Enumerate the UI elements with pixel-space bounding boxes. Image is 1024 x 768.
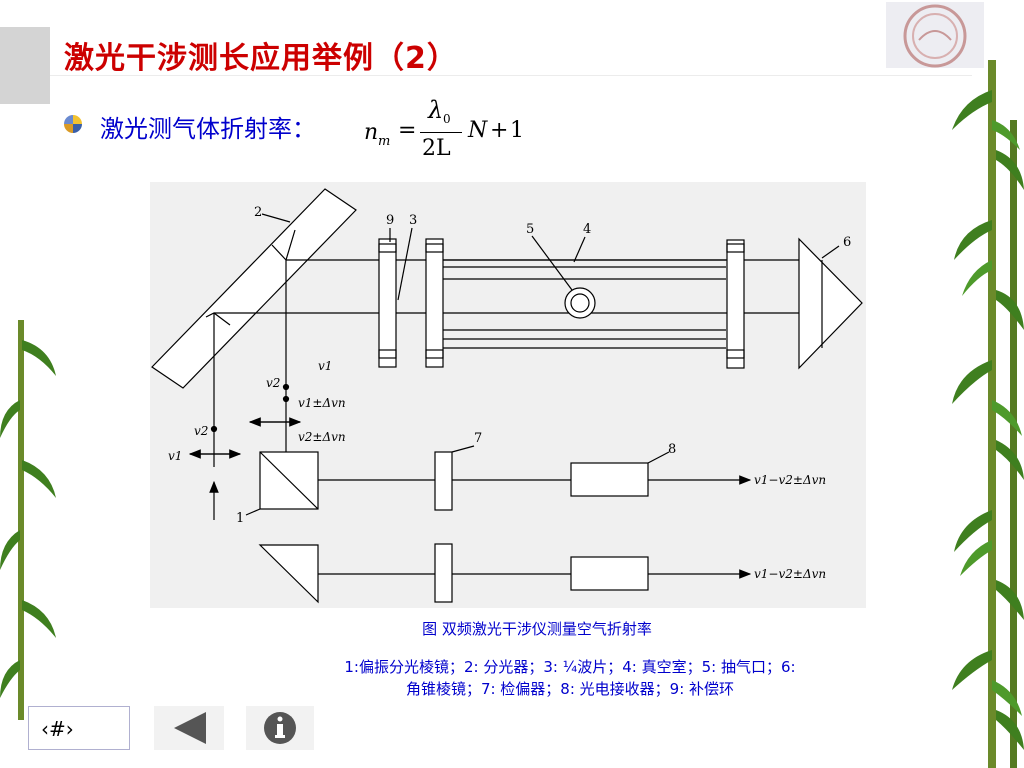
label-output-1: v1−v2±Δvn (754, 473, 826, 487)
compensation-ring (378, 238, 397, 368)
label-output-2: v1−v2±Δvn (754, 567, 826, 581)
label-3: 3 (409, 213, 417, 228)
title-bar (50, 27, 972, 76)
analyzer (434, 451, 453, 511)
refractive-index-formula: n m = λ 0 2L N + 1 (360, 96, 540, 166)
label-4: 4 (583, 222, 591, 237)
label-5: 5 (526, 222, 534, 237)
header-gray-block (0, 27, 50, 104)
info-button[interactable] (246, 706, 314, 750)
formula-lhs-sub: m (378, 134, 391, 149)
pump-port (564, 287, 596, 319)
bullet-icon (62, 113, 84, 135)
back-button[interactable] (154, 706, 224, 750)
label-v2-dv: v2±Δvn (298, 430, 346, 444)
formula-lhs: n (364, 120, 379, 145)
formula-numerator: λ (428, 96, 444, 124)
back-arrow-icon (174, 712, 206, 744)
figure-legend-line1: 1:偏振分光棱镜；2: 分光器；3: ¼波片；4: 真空室；5: 抽气口；6: (344, 658, 796, 676)
label-v2-b: v2 (194, 424, 208, 438)
formula-term: N (468, 118, 488, 143)
label-v1-dv: v1±Δvn (298, 396, 346, 410)
label-7: 7 (474, 431, 482, 446)
label-8: 8 (668, 442, 676, 457)
beam-splitter (151, 188, 357, 389)
interferometer-diagram: 2 9 3 5 4 6 7 8 1 v1 v2 v1±Δvn v2±Δvn v2… (151, 188, 863, 604)
bullet-text: 激光测气体折射率： (100, 115, 316, 143)
label-v2-a: v2 (266, 376, 280, 390)
formula-plus: + (490, 118, 509, 143)
photo-receiver (570, 462, 649, 497)
page-title: 激光干涉测长应用举例（2） (64, 41, 458, 76)
page-number-box: ‹#› (28, 706, 130, 750)
label-6: 6 (843, 235, 851, 250)
formula-denominator: 2L (422, 136, 451, 161)
corner-cube-prism (798, 237, 863, 370)
label-v1-left: v1 (168, 449, 182, 463)
label-1: 1 (236, 511, 244, 526)
info-icon (264, 712, 296, 744)
label-2: 2 (254, 205, 262, 220)
label-v1-top: v1 (318, 359, 332, 373)
bamboo-decoration-right (952, 60, 1024, 768)
bamboo-decoration-left (0, 320, 56, 720)
figure-caption: 图 双频激光干涉仪测量空气折射率 (422, 620, 652, 638)
label-9: 9 (386, 213, 394, 228)
figure-legend-line2: 角锥棱镜；7: 检偏器；8: 光电接收器；9: 补偿环 (405, 680, 735, 698)
formula-constant: 1 (510, 118, 524, 143)
logo-emblem (886, 2, 984, 68)
formula-numerator-sub: 0 (443, 112, 451, 126)
quarter-wave-plate (425, 238, 444, 368)
formula-equals: = (398, 118, 417, 143)
formula-fraction-bar (420, 132, 462, 133)
